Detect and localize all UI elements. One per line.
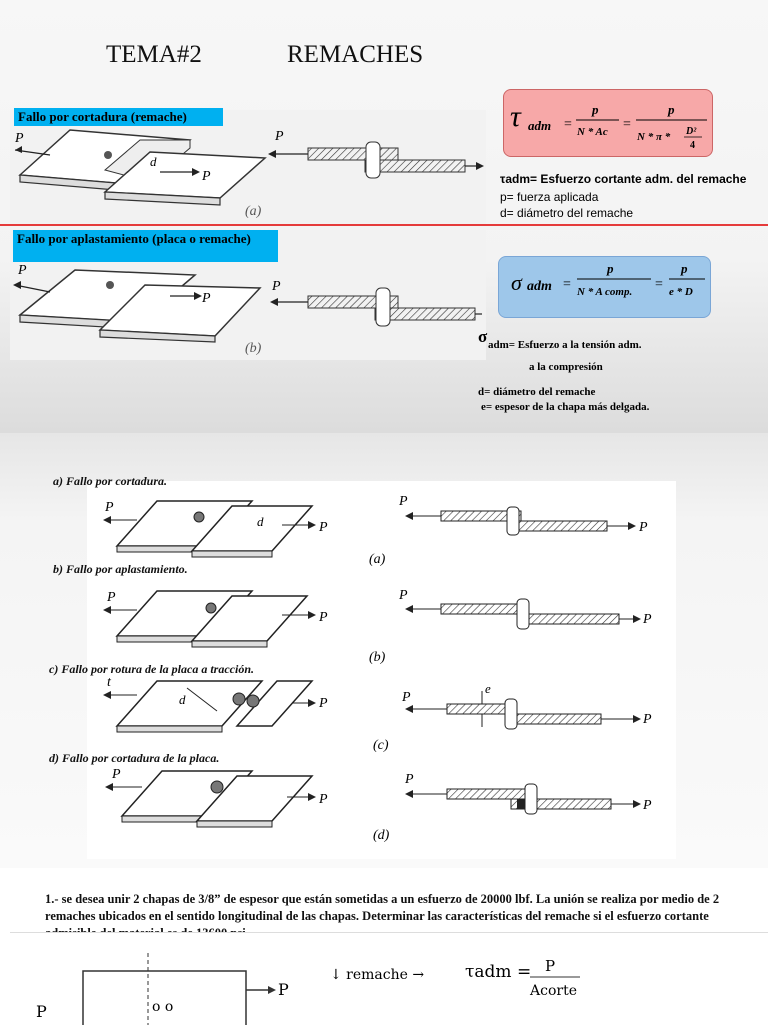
row-b-perspective: P P — [103, 590, 328, 648]
sigma-symbol: σ — [478, 327, 488, 346]
svg-text:P: P — [318, 792, 328, 807]
svg-text:t: t — [107, 675, 112, 690]
caption-b: b) Fallo por aplastamiento. — [53, 562, 188, 576]
row-b-side: P P (b) — [369, 588, 652, 665]
slide-3: 1.- se desea unir 2 chapas de 3/8” de es… — [0, 868, 768, 1030]
svg-text:p: p — [680, 261, 688, 276]
shear-formula-box: τ adm = p N * Ac = p N * π * D² 4 — [503, 89, 713, 157]
hand-den: Acorte — [529, 983, 577, 999]
svg-text:P: P — [104, 500, 114, 515]
red-divider — [0, 224, 768, 226]
title-remaches: REMACHES — [287, 41, 424, 68]
svg-text:P: P — [638, 520, 648, 535]
shear-d-label: d — [150, 154, 157, 169]
row-c-side: e P P (c) — [373, 681, 652, 753]
bearing-note-4: e= espesor de la chapa más delgada. — [481, 401, 650, 413]
row-c-perspective: t P d — [103, 675, 328, 733]
sub-label-c: (c) — [373, 738, 389, 753]
svg-text:=: = — [655, 277, 663, 292]
handwritten-sketch: P o o P ↓ remache → τadm = P Acorte — [36, 953, 580, 1030]
hand-num: P — [545, 957, 555, 975]
bearing-note-2: a la compresión — [529, 361, 603, 373]
bearing-note-3: d= diámetro del remache — [478, 386, 596, 398]
shear-note-1: τadm= Esfuerzo cortante adm. del remache — [500, 172, 747, 186]
bearing-fig-b: (b) — [245, 341, 262, 356]
svg-text:4: 4 — [690, 140, 695, 151]
svg-text:P: P — [401, 690, 411, 705]
svg-text:p: p — [667, 102, 675, 117]
caption-d: d) Fallo por cortadura de la placa. — [49, 751, 220, 765]
svg-text:P: P — [106, 590, 116, 605]
svg-text:D²: D² — [685, 126, 697, 137]
svg-text:N * A comp.: N * A comp. — [576, 286, 632, 298]
sub-label-a: (a) — [369, 552, 386, 567]
svg-text:=: = — [623, 117, 631, 132]
svg-text:P: P — [642, 798, 652, 813]
row-a-perspective: P P d — [103, 500, 328, 558]
sub-label-d: (d) — [373, 828, 390, 843]
svg-text:d: d — [257, 514, 264, 529]
slide-1: TEMA#2 REMACHES P d P P — [0, 0, 768, 433]
svg-text:P: P — [642, 612, 652, 627]
svg-text:e * D: e * D — [669, 286, 693, 298]
bearing-formula-box: σ adm = p N * A comp. = p e * D — [498, 256, 711, 318]
shear-fig-a: (a) — [245, 204, 262, 219]
caption-c: c) Fallo por rotura de la placa a tracci… — [49, 662, 254, 676]
svg-text:τ: τ — [510, 100, 522, 133]
svg-text:e: e — [485, 681, 491, 696]
svg-text:P: P — [642, 712, 652, 727]
title-tema: TEMA#2 — [106, 41, 202, 68]
svg-text:P: P — [318, 610, 328, 625]
svg-text:P: P — [398, 588, 408, 603]
failure-modes-figure: P P d P P (a) — [87, 481, 676, 859]
bearing-formula: σ adm = p N * A comp. = p e * D — [511, 261, 705, 298]
hand-p-right: P — [278, 980, 289, 999]
bearing-note-1: adm= Esfuerzo a la tensión adm. — [488, 339, 642, 351]
row-a-side: P P (a) — [369, 494, 648, 567]
caption-a: a) Fallo por cortadura. — [53, 474, 168, 488]
svg-text:=: = — [563, 277, 571, 292]
svg-text:σ: σ — [511, 270, 523, 295]
shear-formula: τ adm = p N * Ac = p N * π * D² 4 — [510, 100, 707, 151]
shear-p-left: P — [14, 131, 24, 146]
failure-modes-drawings: P P d P P (a) — [103, 494, 652, 843]
shear-p-right: P — [201, 169, 211, 184]
bearing-p-right: P — [201, 291, 211, 306]
sub-label-b: (b) — [369, 650, 386, 665]
svg-text:d: d — [179, 692, 186, 707]
svg-text:N * π *: N * π * — [636, 131, 671, 143]
svg-text:=: = — [564, 117, 572, 132]
svg-text:p: p — [606, 261, 614, 276]
bearing-figure: P P P (b) — [13, 263, 482, 356]
svg-text:N * Ac: N * Ac — [576, 126, 608, 138]
row-d-side: P P (d) — [373, 772, 652, 843]
handwritten-notes: P o o P ↓ remache → τadm = P Acorte — [10, 932, 768, 1030]
hand-p-left: P — [36, 1002, 47, 1021]
svg-text:adm: adm — [527, 279, 552, 294]
slide-2: P P d P P (a) — [0, 433, 768, 868]
row-d-perspective: P P — [105, 767, 328, 828]
hand-remache: ↓ remache → — [330, 967, 424, 983]
label-shear-failure: Fallo por cortadura (remache) — [14, 108, 223, 126]
svg-text:P: P — [318, 520, 328, 535]
svg-text:P: P — [318, 696, 328, 711]
bearing-p-left: P — [17, 263, 27, 278]
svg-text:p: p — [591, 102, 599, 117]
shear-note-2: p= fuerza aplicada — [500, 190, 599, 204]
svg-text:P: P — [111, 767, 121, 782]
svg-text:P: P — [398, 494, 408, 509]
svg-text:adm: adm — [528, 118, 551, 133]
label-bearing-failure: Fallo por aplastamiento (placa o remache… — [13, 230, 278, 262]
shear-figure-panel: P d P P (a) — [10, 110, 486, 226]
hand-tau: τadm = — [465, 962, 531, 982]
hand-holes: o o — [152, 999, 173, 1015]
svg-text:P: P — [404, 772, 414, 787]
shear-note-3: d= diámetro del remache — [500, 206, 634, 220]
shear-side-p: P — [274, 129, 284, 144]
shear-figure: P d P P (a) — [14, 129, 484, 219]
bearing-side-p: P — [271, 279, 281, 294]
